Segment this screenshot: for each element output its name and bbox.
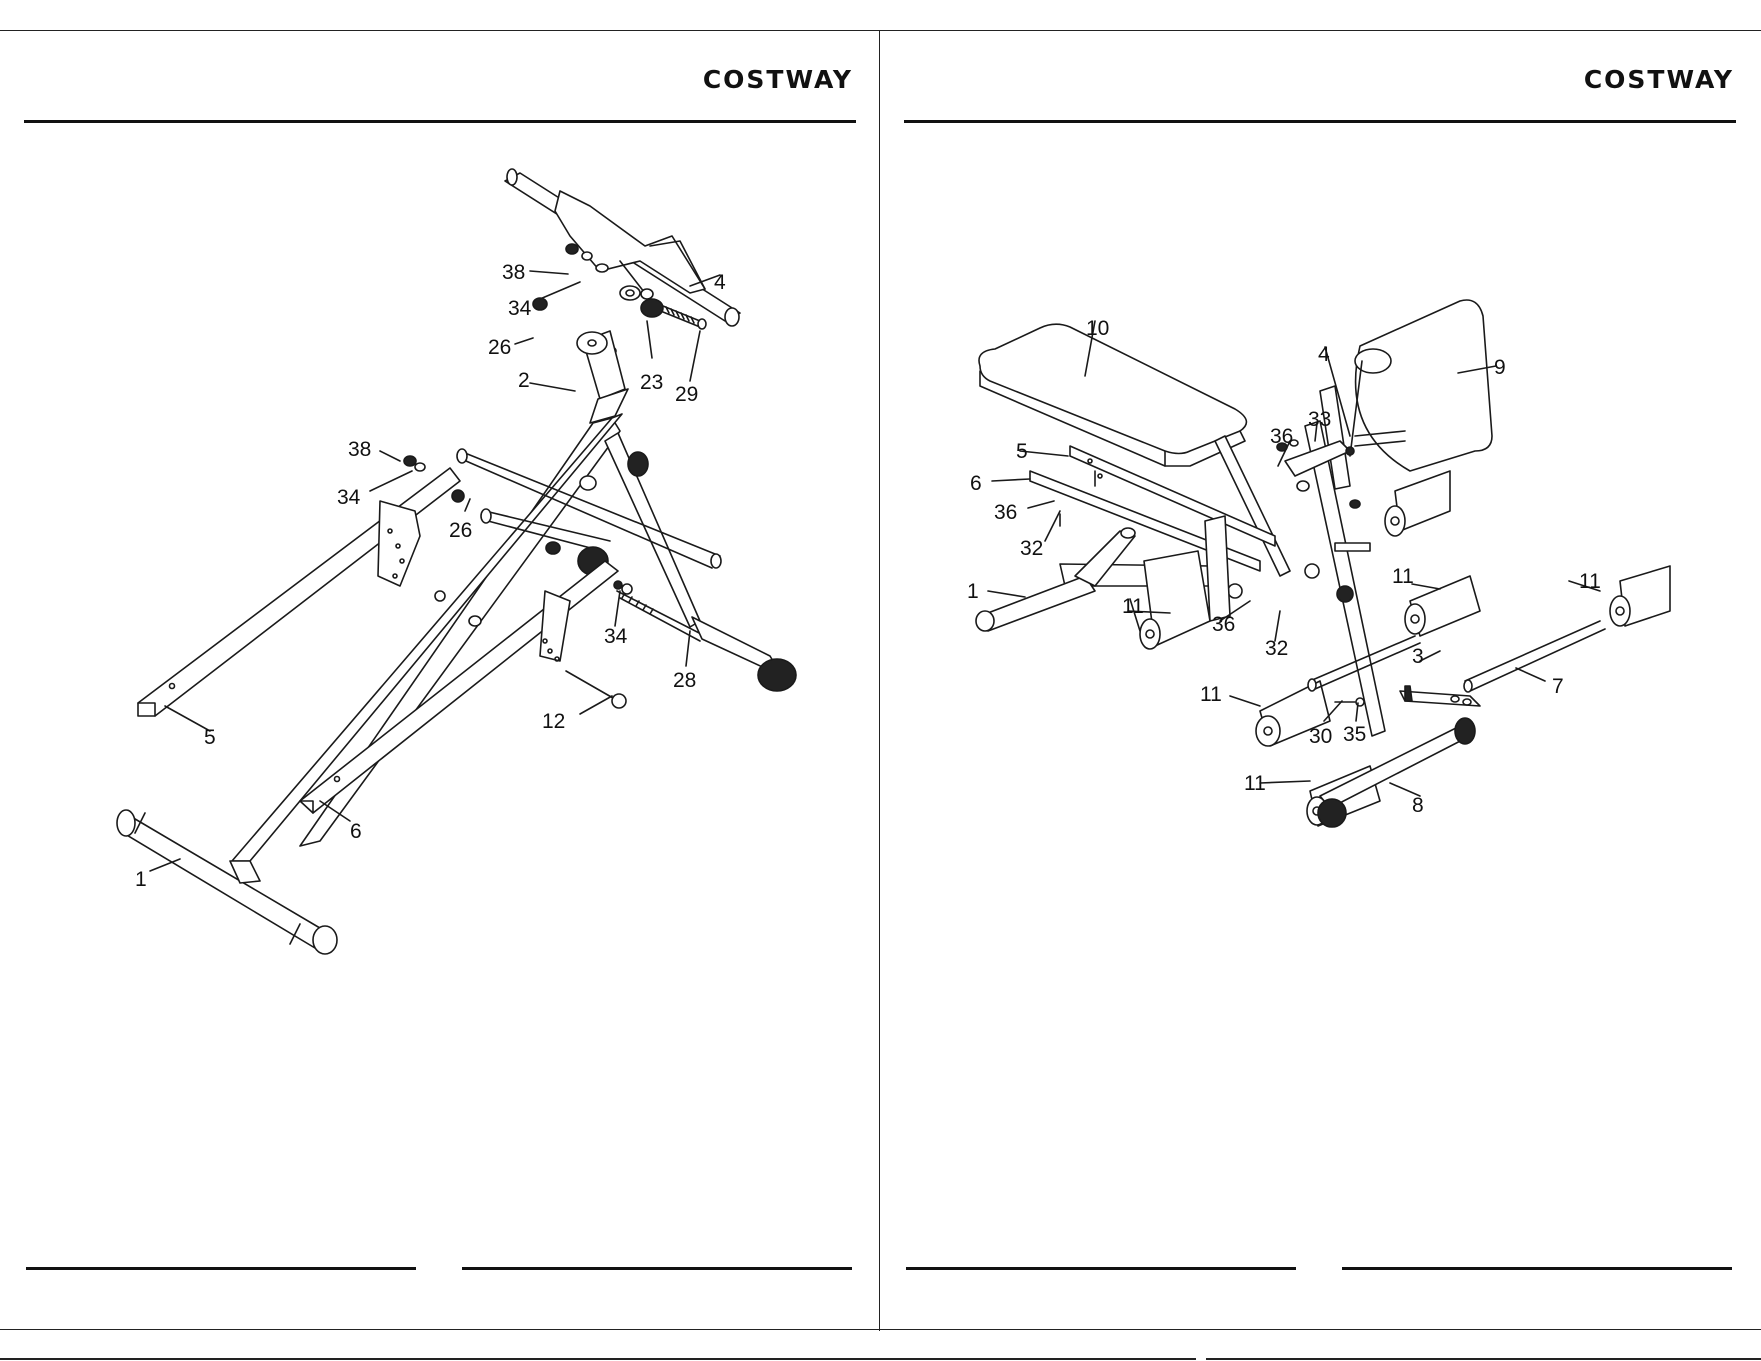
manual-spread: COSTWAY [0,30,1761,1330]
callout-34: 34 [337,486,361,509]
callout-7: 7 [1552,675,1564,698]
right-page: COSTWAY [880,31,1760,1331]
callout-34: 34 [508,297,532,320]
callout-32: 32 [1265,637,1288,660]
footer-rule-right-a [906,1267,1296,1270]
callout-30: 30 [1309,725,1332,748]
callout-26: 26 [449,519,472,542]
left-leader-lines [150,271,720,871]
callout-5: 5 [1016,440,1028,463]
callout-6: 6 [350,820,362,843]
callout-8: 8 [1412,794,1424,817]
callout-36: 36 [994,501,1017,524]
footer-rule-right-b [1342,1267,1732,1270]
callout-1: 1 [135,868,147,891]
left-assembly-diagram: 38 34 4 26 2 23 29 38 34 26 34 28 12 5 6… [0,31,880,1331]
callout-38: 38 [502,261,525,284]
callout-3: 3 [1412,645,1424,668]
callout-1: 1 [967,580,979,603]
part-5-bar [138,456,464,716]
callout-11: 11 [1200,683,1222,706]
callout-38: 38 [348,438,371,461]
callout-36: 36 [1212,613,1235,636]
callout-11: 11 [1122,595,1144,618]
callout-10: 10 [1086,317,1109,340]
part-2-post [577,331,628,423]
callout-11: 11 [1579,570,1601,593]
callout-33: 33 [1308,408,1331,431]
callout-28: 28 [673,669,696,692]
scan-edge-line [1206,1358,1761,1360]
left-page: COSTWAY [0,31,880,1331]
callout-36: 36 [1270,425,1293,448]
footer-rule-left-a [26,1267,416,1270]
part-9-pad [1350,300,1492,471]
callout-34: 34 [604,625,628,648]
callout-5: 5 [204,726,216,749]
callout-29: 29 [675,383,698,406]
callout-6: 6 [970,472,982,495]
callout-32: 32 [1020,537,1043,560]
callout-11: 11 [1244,772,1266,795]
footer-rule-left-b [462,1267,852,1270]
callout-2: 2 [518,369,530,392]
callout-4: 4 [714,271,726,294]
part-1-base [117,810,337,954]
right-assembly-diagram: 10 4 9 33 36 5 6 36 32 1 11 36 32 11 11 … [880,31,1760,1331]
part-11-rollers [1140,471,1670,826]
callout-12: 12 [542,710,565,733]
callout-4: 4 [1318,343,1330,366]
scan-edge-line [0,1358,1196,1360]
callout-9: 9 [1494,356,1506,379]
callout-35: 35 [1343,723,1366,746]
callout-23: 23 [640,371,663,394]
callout-11: 11 [1392,565,1414,588]
callout-26: 26 [488,336,511,359]
